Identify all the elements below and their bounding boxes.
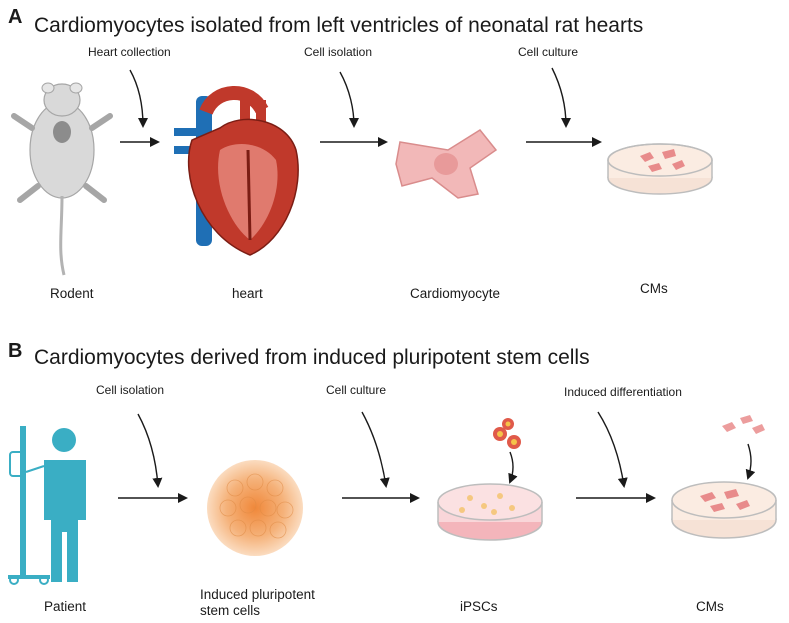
arrows-panel-b: [118, 411, 656, 503]
caption-heart: heart: [232, 286, 263, 301]
caption-rodent: Rodent: [50, 286, 94, 301]
rodent-illustration: [11, 82, 113, 276]
panel-b-letter: B: [8, 340, 23, 362]
panel-a-letter: A: [8, 6, 23, 28]
step-cell-culture-b: Cell culture: [326, 383, 387, 397]
panel-a-title: Cardiomyocytes isolated from left ventri…: [34, 14, 644, 37]
caption-patient: Patient: [44, 599, 87, 614]
cardiomyocyte-illustration: [395, 129, 498, 199]
step-cell-isolation-b: Cell isolation: [96, 383, 165, 397]
step-cell-culture-a: Cell culture: [518, 45, 579, 59]
arrows-panel-a: [120, 67, 602, 147]
petri-dish-cms-b: [671, 415, 777, 539]
patient-illustration: [8, 426, 86, 585]
petri-dish-ipscs: [437, 418, 543, 541]
step-induced-differentiation: Induced differentiation: [564, 385, 682, 399]
step-cell-isolation-a: Cell isolation: [304, 45, 373, 59]
petri-dish-cms-a: [607, 143, 713, 195]
caption-cms-b: CMs: [696, 599, 724, 614]
caption-cms-a: CMs: [640, 281, 668, 296]
caption-stem-cells: stem cells: [200, 603, 261, 618]
caption-induced-pluripotent: Induced pluripotent: [200, 587, 315, 602]
caption-ipscs: iPSCs: [460, 599, 498, 614]
heart-illustration: [174, 86, 299, 256]
caption-cardiomyocyte: Cardiomyocyte: [410, 286, 501, 301]
step-heart-collection: Heart collection: [88, 45, 171, 59]
ipsc-colony-illustration: [207, 460, 303, 556]
panel-b-title: Cardiomyocytes derived from induced plur…: [34, 346, 590, 369]
